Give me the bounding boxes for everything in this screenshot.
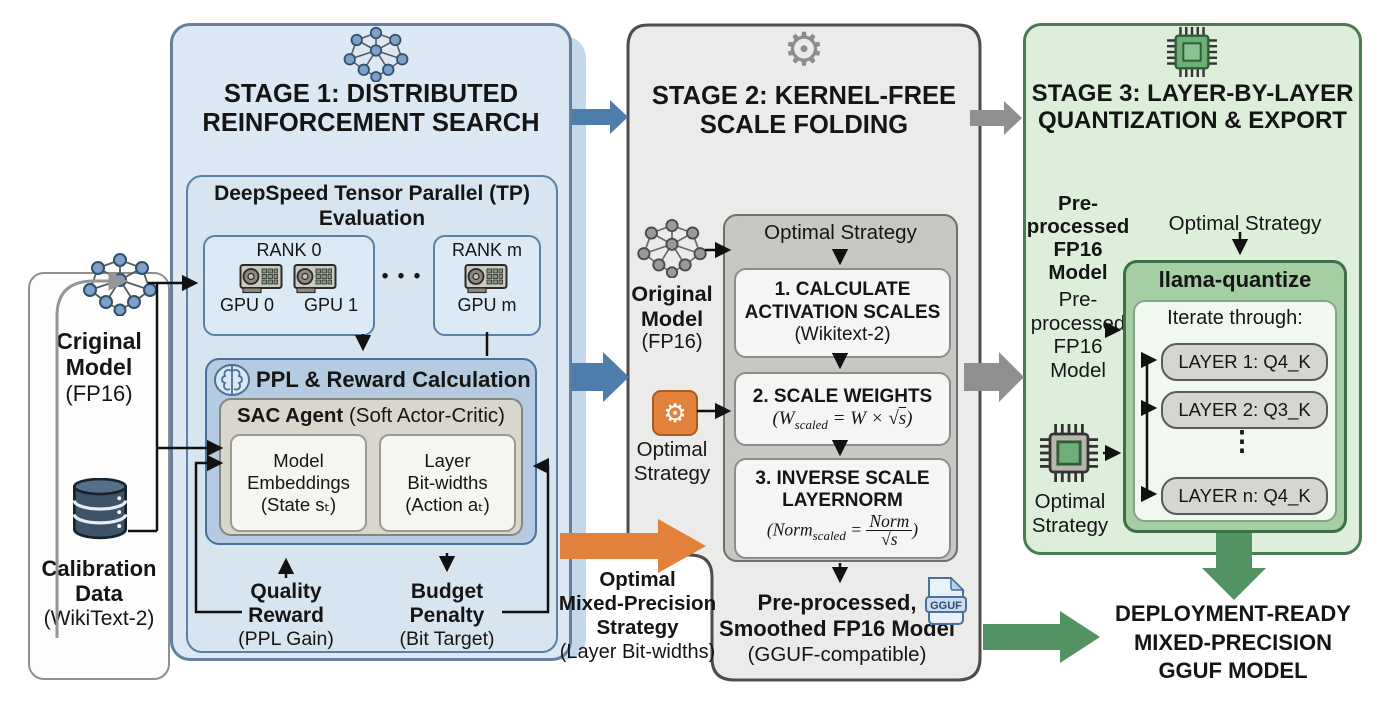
gguf-file-icon: GGUF [925,577,967,625]
stage2-title: STAGE 2: KERNEL-FREE SCALE FOLDING [651,82,957,139]
original-model-label: Criginal Model (FP16) [56,328,142,406]
deepspeed-title: DeepSpeed Tensor Parallel (TP) Evaluatio… [214,182,530,230]
vertical-dots: ⋮ [1228,426,1256,456]
deployment-output-label: DEPLOYMENT-READY MIXED-PRECISION GGUF MO… [1115,601,1351,684]
brain-icon [214,364,250,396]
step2-box: 2. SCALE WEIGHTS (Wscaled = W × √s) [734,372,951,446]
budget-penalty-label: Budget Penalty (Bit Target) [399,580,495,651]
step3-box: 3. INVERSE SCALE LAYERNORM (Normscaled =… [734,458,951,559]
stage3-panel-header: Optimal Strategy [1168,212,1322,235]
preprocessed-bold-label: Pre- processed FP16 Model [1026,192,1130,284]
chip-icon [1040,424,1098,482]
neural-network-icon [637,218,707,278]
layer2-pill: LAYER 2: Q3_K [1161,391,1328,429]
stage2-panel-header: Optimal Strategy [764,221,917,244]
stage2-original-model-label: Original Model (FP16) [631,282,713,354]
stage3-strategy-label: Optimal Strategy [1031,490,1109,537]
stage2-to-stage3-mid-arrow [964,352,1024,402]
ellipsis-dots: • • • [381,266,423,287]
state-box: Model Embeddings (State sₜ) [230,434,367,532]
quality-reward-label: Quality Reward (PPL Gain) [238,580,334,651]
optimal-mixed-precision-label: Optimal Mixed-Precision Strategy (Layer … [558,568,717,663]
preprocessed-label: Pre- processed FP16 Model [1030,288,1126,382]
rankm-box: RANK m GPU m [433,235,541,336]
step3-formula: (Normscaled = Norm√s) [766,510,919,550]
gear-icon: ⚙ [783,23,825,75]
optimal-strategy-icon: ⚙ [652,390,698,436]
ppl-title: PPL & Reward Calculation [256,367,531,392]
iterate-label: Iterate through: [1167,307,1303,329]
chip-icon [1167,27,1217,77]
stage2-output-label: Pre-processed, Smoothed FP16 Model (GGUF… [719,590,955,666]
rank0-gpus [239,263,339,295]
database-icon [72,478,128,540]
llama-quantize-title: llama-quantize [1158,267,1312,292]
svg-text:GGUF: GGUF [930,600,962,612]
neural-network-icon [83,253,157,316]
neural-network-icon [343,26,409,82]
stage3-title: STAGE 3: LAYER-BY-LAYER QUANTIZATION & E… [1031,80,1354,135]
step1-box: 1. CALCULATE ACTIVATION SCALES (Wikitext… [734,268,951,358]
stage2-strategy-label: Optimal Strategy [633,438,711,485]
step2-formula: (Wscaled = W × √s) [772,408,913,432]
gpu-icon [293,264,337,294]
sac-title: SAC Agent (Soft Actor-Critic) [236,404,506,427]
rank0-box: RANK 0 [203,235,375,336]
stage1-title: STAGE 1: DISTRIBUTED REINFORCEMENT SEARC… [202,80,540,137]
rank0-gpu-labels: GPU 0 GPU 1 [219,295,359,315]
layern-pill: LAYER n: Q4_K [1161,477,1328,515]
layer1-pill: LAYER 1: Q4_K [1161,343,1328,381]
action-box: Layer Bit-widths (Action aₜ) [379,434,516,532]
gpu-icon [239,264,283,294]
calibration-data-label: Calibration Data (WikiText-2) [41,556,157,630]
gpu-icon [464,264,508,294]
stage2-output-green-arrow [983,611,1100,663]
